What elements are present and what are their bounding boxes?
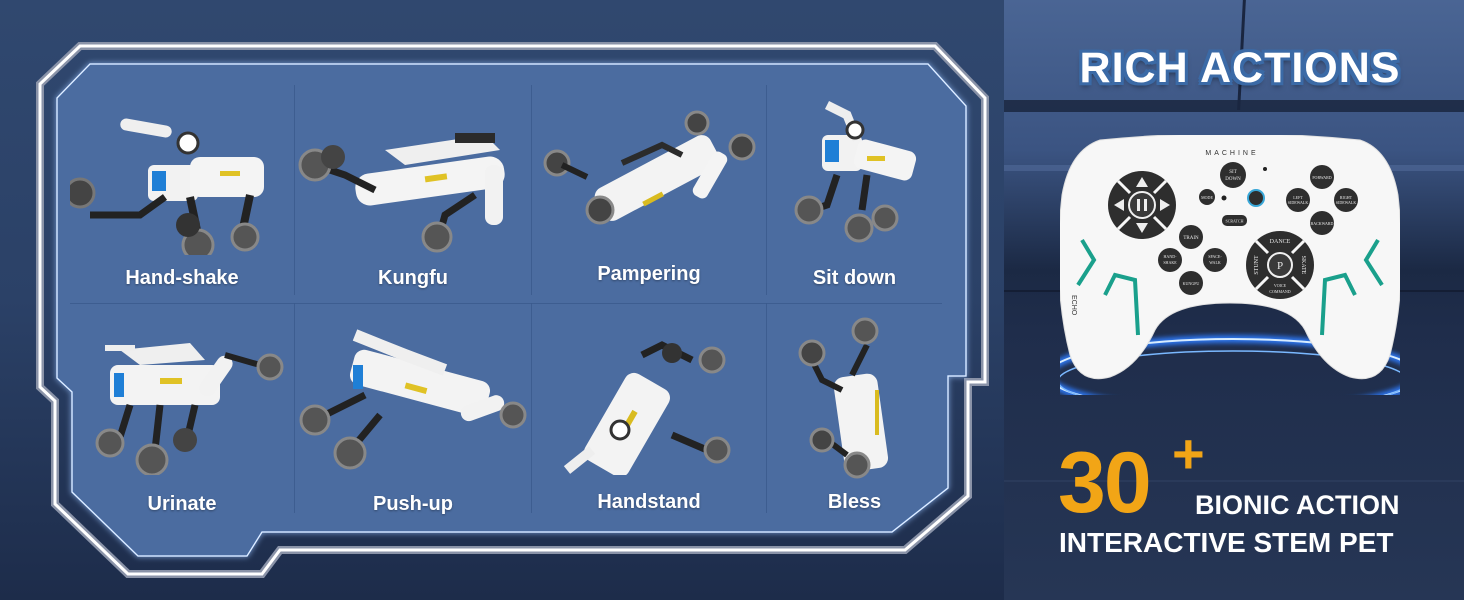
svg-text:SCRATCH: SCRATCH [1225, 219, 1243, 224]
action-card-pushup: Push-up [295, 315, 531, 535]
robot-sitdown-image [794, 100, 917, 243]
svg-text:COMMAND: COMMAND [1269, 289, 1290, 294]
action-count: 30 [1058, 435, 1152, 531]
grid-divider [294, 85, 295, 295]
svg-text:KUNGFU: KUNGFU [1183, 281, 1200, 286]
svg-text:TRAIN: TRAIN [1183, 236, 1199, 241]
svg-text:DANCE: DANCE [1270, 239, 1291, 245]
svg-text:SIDEWALK: SIDEWALK [1288, 200, 1309, 205]
tagline-bionic-action: BIONIC ACTION [1195, 490, 1400, 520]
action-label: Kungfu [378, 267, 448, 289]
svg-text:BACKWARD: BACKWARD [1311, 221, 1334, 226]
action-count-plus: + [1172, 422, 1205, 485]
svg-text:VOICE: VOICE [1274, 283, 1287, 288]
action-label: Sit down [812, 267, 897, 289]
grid-divider [766, 85, 767, 295]
action-label: Urinate [147, 493, 217, 515]
grid-divider [531, 303, 532, 513]
action-label: Hand-shake [125, 267, 239, 289]
robot-pushup-image [299, 329, 527, 470]
svg-text:LEFT: LEFT [1293, 195, 1303, 200]
section-title: RICH ACTIONS [1079, 44, 1401, 92]
robot-kungfu-image [298, 133, 505, 253]
robot-bless-image [798, 317, 889, 479]
action-card-handshake: Hand-shake [70, 95, 294, 315]
action-card-bless: Bless [767, 315, 942, 535]
svg-text:STUNT: STUNT [1254, 255, 1260, 275]
robot-pampering-image [543, 110, 756, 225]
action-cluster: P DANCE VOICE COMMAND STUNT SKATE [1246, 231, 1314, 299]
robot-urinate-image [95, 343, 284, 475]
grid-divider [294, 303, 295, 513]
grid-divider [531, 85, 532, 295]
svg-text:FORWARD: FORWARD [1312, 175, 1331, 180]
svg-text:P: P [1277, 260, 1283, 272]
controller-image: ECHO MACHINE SIT DOWN MODE SCRATCH FORWA… [1060, 135, 1400, 395]
svg-text:MACHINE: MACHINE [1205, 150, 1258, 157]
svg-text:ECHO: ECHO [1070, 295, 1077, 316]
action-card-sitdown: Sit down [767, 95, 942, 315]
svg-text:RIGHT: RIGHT [1340, 195, 1353, 200]
shelf-shadow [1004, 100, 1464, 112]
action-card-handstand: Handstand [532, 315, 766, 535]
svg-text:SKATE: SKATE [1300, 256, 1306, 275]
action-card-pampering: Pampering [532, 95, 766, 315]
wall-seam [1004, 480, 1464, 482]
svg-text:SHAKE: SHAKE [1163, 260, 1177, 265]
action-card-urinate: Urinate [70, 315, 294, 535]
grid-divider [70, 303, 942, 304]
svg-text:WALK: WALK [1209, 260, 1221, 265]
svg-text:MODE: MODE [1201, 195, 1213, 200]
svg-text:SIT: SIT [1229, 170, 1237, 175]
action-label: Push-up [373, 493, 453, 515]
svg-text:DOWN: DOWN [1225, 177, 1241, 182]
action-label: Bless [827, 491, 882, 513]
action-label: Handstand [597, 491, 701, 513]
svg-text:HAND-: HAND- [1164, 254, 1178, 259]
tagline-stem-pet: INTERACTIVE STEM PET [1059, 527, 1394, 558]
svg-text:SPACE-: SPACE- [1208, 254, 1222, 259]
actions-panel-frame [36, 42, 989, 578]
action-label: Pampering [597, 263, 701, 285]
grid-divider [766, 303, 767, 513]
action-card-kungfu: Kungfu [295, 95, 531, 315]
robot-handshake-image [70, 118, 264, 255]
svg-text:SIDEWALK: SIDEWALK [1336, 200, 1357, 205]
dpad-buttons [1108, 171, 1176, 239]
robot-handstand-image [563, 341, 731, 475]
